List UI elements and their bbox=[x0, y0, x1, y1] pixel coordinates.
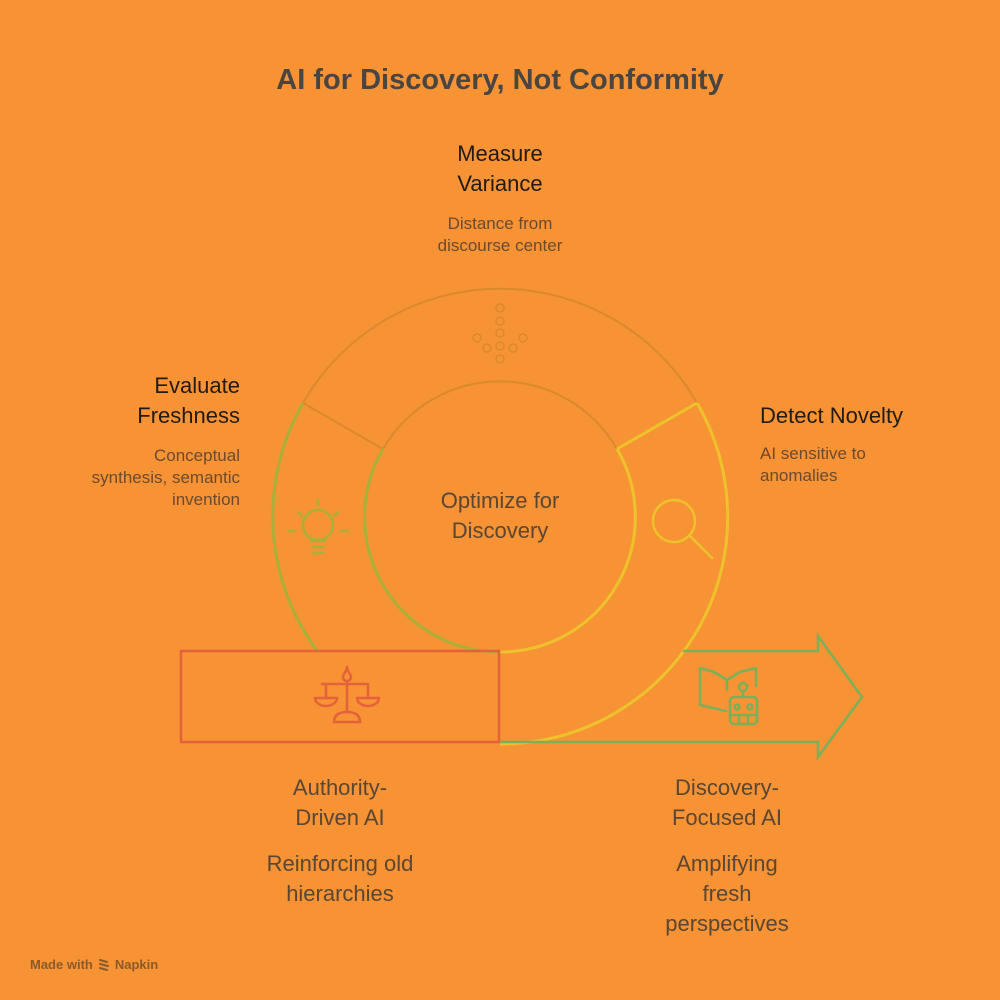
title-line: Freshness bbox=[137, 403, 240, 428]
title-line: Variance bbox=[457, 171, 543, 196]
evaluate-freshness-title: Evaluate Freshness bbox=[40, 371, 240, 431]
detect-novelty-block: Detect Novelty AI sensitive to anomalies bbox=[760, 401, 990, 487]
center-label-line: Discovery bbox=[451, 518, 549, 543]
desc-line: anomalies bbox=[760, 466, 838, 485]
title-line: Discovery- bbox=[675, 775, 779, 800]
segment-detect-novelty bbox=[499, 401, 730, 746]
made-with-napkin-footer[interactable]: Made with Napkin bbox=[30, 957, 158, 972]
book-robot-icon bbox=[698, 666, 759, 726]
magnifier-icon bbox=[651, 498, 714, 560]
segment-measure-variance bbox=[302, 287, 698, 450]
title-line: Authority- bbox=[292, 775, 388, 800]
authority-driven-desc: Reinforcing old hierarchies bbox=[220, 849, 460, 909]
desc-line: discourse center bbox=[437, 236, 563, 255]
desc-line: fresh bbox=[702, 881, 752, 906]
discovery-focused-block: Discovery- Focused AI Amplifying fresh p… bbox=[607, 773, 847, 939]
authority-driven-box bbox=[179, 649, 501, 744]
desc-line: Conceptual bbox=[153, 446, 240, 465]
desc-line: invention bbox=[171, 490, 240, 509]
evaluate-freshness-desc: Conceptual synthesis, semantic invention bbox=[40, 445, 240, 511]
desc-line: AI sensitive to bbox=[760, 444, 866, 463]
title-line: Evaluate bbox=[154, 373, 240, 398]
detect-novelty-title: Detect Novelty bbox=[760, 403, 904, 428]
detect-novelty-desc: AI sensitive to anomalies bbox=[760, 443, 990, 487]
title-line: Driven AI bbox=[295, 805, 385, 830]
title-line: Measure bbox=[457, 141, 543, 166]
measure-variance-desc: Distance from discourse center bbox=[370, 213, 630, 257]
napkin-logo-icon bbox=[98, 958, 109, 971]
napkin-brand: Napkin bbox=[114, 957, 159, 972]
diagram-title: AI for Discovery, Not Conformity bbox=[276, 64, 724, 96]
discovery-focused-title: Discovery- Focused AI bbox=[607, 773, 847, 833]
discovery-focused-desc: Amplifying fresh perspectives bbox=[607, 849, 847, 939]
authority-driven-block: Authority- Driven AI Reinforcing old hie… bbox=[220, 773, 460, 909]
desc-line: Amplifying bbox=[676, 851, 778, 876]
discovery-focused-arrow bbox=[500, 632, 864, 761]
scales-icon bbox=[313, 665, 381, 724]
dotted-arrow-down-icon bbox=[472, 303, 528, 364]
measure-variance-title: Measure Variance bbox=[370, 139, 630, 199]
center-label: Optimize for Discovery bbox=[380, 486, 620, 546]
segment-evaluate-freshness bbox=[271, 402, 501, 654]
evaluate-freshness-block: Evaluate Freshness Conceptual synthesis,… bbox=[40, 371, 240, 511]
center-label-line: Optimize for bbox=[440, 488, 560, 513]
measure-variance-block: Measure Variance Distance from discourse… bbox=[370, 139, 630, 257]
made-with-label: Made with bbox=[30, 957, 93, 972]
title-line: Focused AI bbox=[671, 805, 783, 830]
desc-line: synthesis, semantic bbox=[91, 468, 240, 487]
lightbulb-icon bbox=[286, 498, 350, 555]
authority-driven-title: Authority- Driven AI bbox=[220, 773, 460, 833]
desc-line: hierarchies bbox=[286, 881, 394, 906]
desc-line: Distance from bbox=[447, 214, 553, 233]
desc-line: perspectives bbox=[665, 911, 789, 936]
desc-line: Reinforcing old bbox=[266, 851, 414, 876]
